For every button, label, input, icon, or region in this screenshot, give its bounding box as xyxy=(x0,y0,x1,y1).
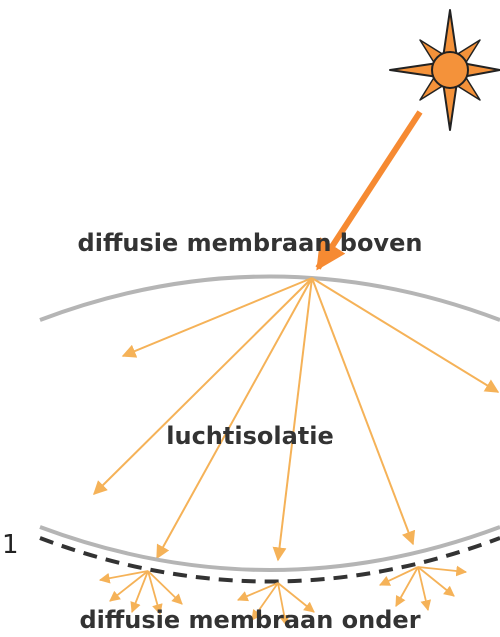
sun-icon xyxy=(390,10,500,130)
diffuse-fan-right xyxy=(380,567,466,610)
bottom-membrane xyxy=(40,527,500,570)
air-insulation-label: luchtisolatie xyxy=(0,422,500,450)
layer-marker: 1 xyxy=(2,530,19,560)
bottom-membrane-label: diffusie membraan onder xyxy=(0,606,500,634)
dashed-layer xyxy=(40,538,500,582)
top-membrane xyxy=(40,277,500,321)
diffuse-rays xyxy=(94,278,498,560)
top-membrane-label: diffusie membraan boven xyxy=(0,229,500,257)
